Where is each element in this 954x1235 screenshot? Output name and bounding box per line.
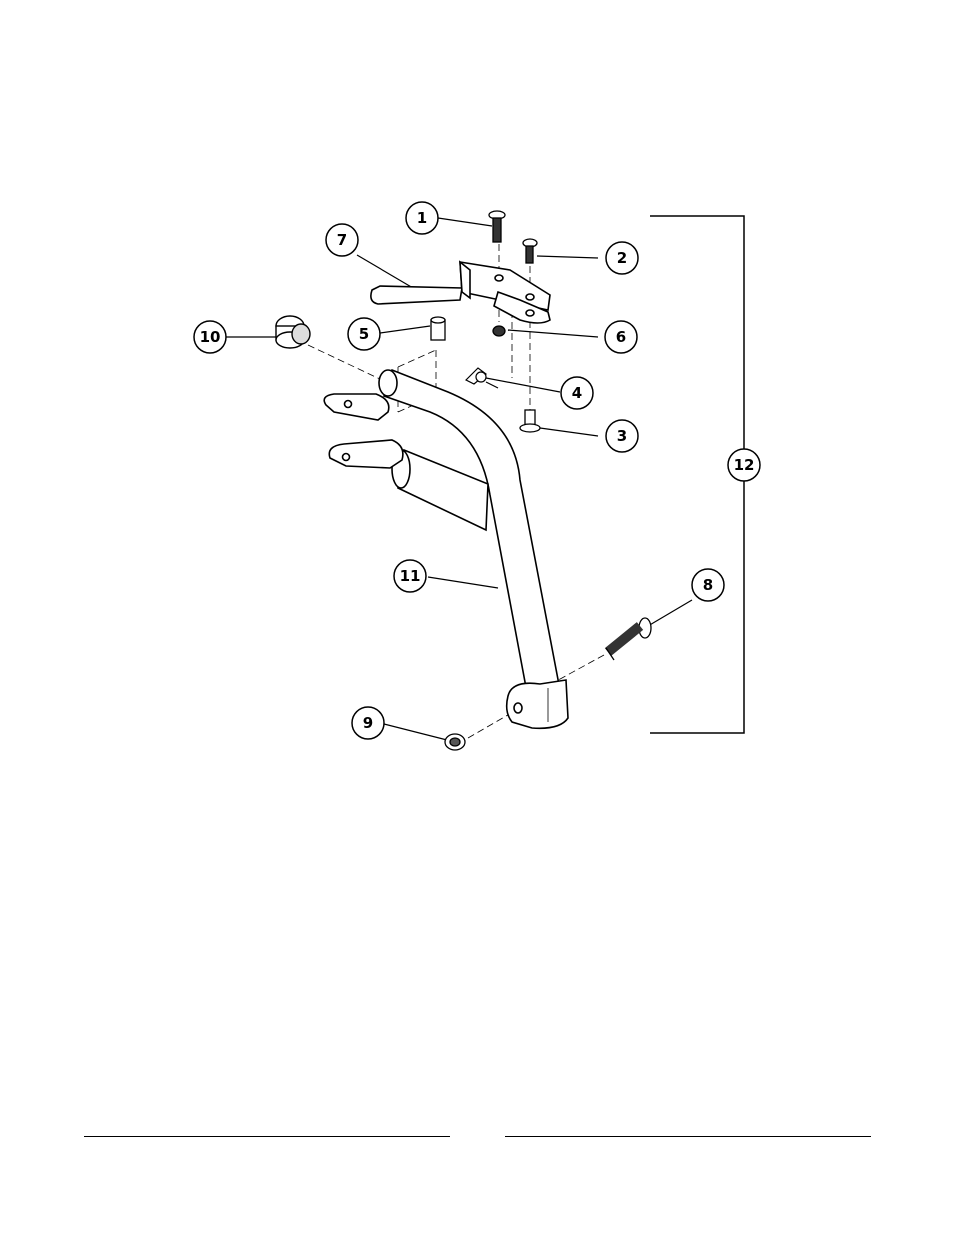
callout-6: 6: [605, 321, 637, 353]
callout-5-label: 5: [359, 325, 369, 343]
part-2-screw: [523, 239, 537, 263]
callout-3: 3: [606, 420, 638, 452]
callout-9: 9: [352, 707, 384, 739]
callout-10-label: 10: [200, 328, 221, 346]
callout-12: 12: [728, 449, 760, 481]
part-9-nut: [445, 734, 465, 750]
part-3-bushing: [520, 410, 540, 432]
callout-8-label: 8: [703, 576, 713, 594]
callout-1: 1: [406, 202, 438, 234]
callout-3-label: 3: [617, 427, 627, 445]
callout-2: 2: [606, 242, 638, 274]
callout-6-label: 6: [616, 328, 626, 346]
callout-10: 10: [194, 321, 226, 353]
callout-11: 11: [394, 560, 426, 592]
part-5-spacer: [431, 317, 445, 340]
part-6-nut: [493, 326, 505, 336]
callout-5: 5: [348, 318, 380, 350]
callout-7: 7: [326, 224, 358, 256]
callout-4-label: 4: [572, 384, 582, 402]
part-4-spring-clip: [466, 368, 498, 388]
part-10-bushing: [276, 316, 310, 348]
callout-2-label: 2: [617, 249, 627, 267]
callout-1-label: 1: [417, 209, 427, 227]
callout-8: 8: [692, 569, 724, 601]
footer-rule-left: [84, 1136, 450, 1137]
callout-4: 4: [561, 377, 593, 409]
callout-11-label: 11: [400, 567, 421, 585]
callout-9-label: 9: [363, 714, 373, 732]
part-7-handle-bracket: [371, 262, 550, 323]
footer-rule-right: [505, 1136, 871, 1137]
callout-7-label: 7: [337, 231, 347, 249]
callout-12-label: 12: [734, 456, 755, 474]
part-8-spring-pin: [606, 618, 651, 660]
